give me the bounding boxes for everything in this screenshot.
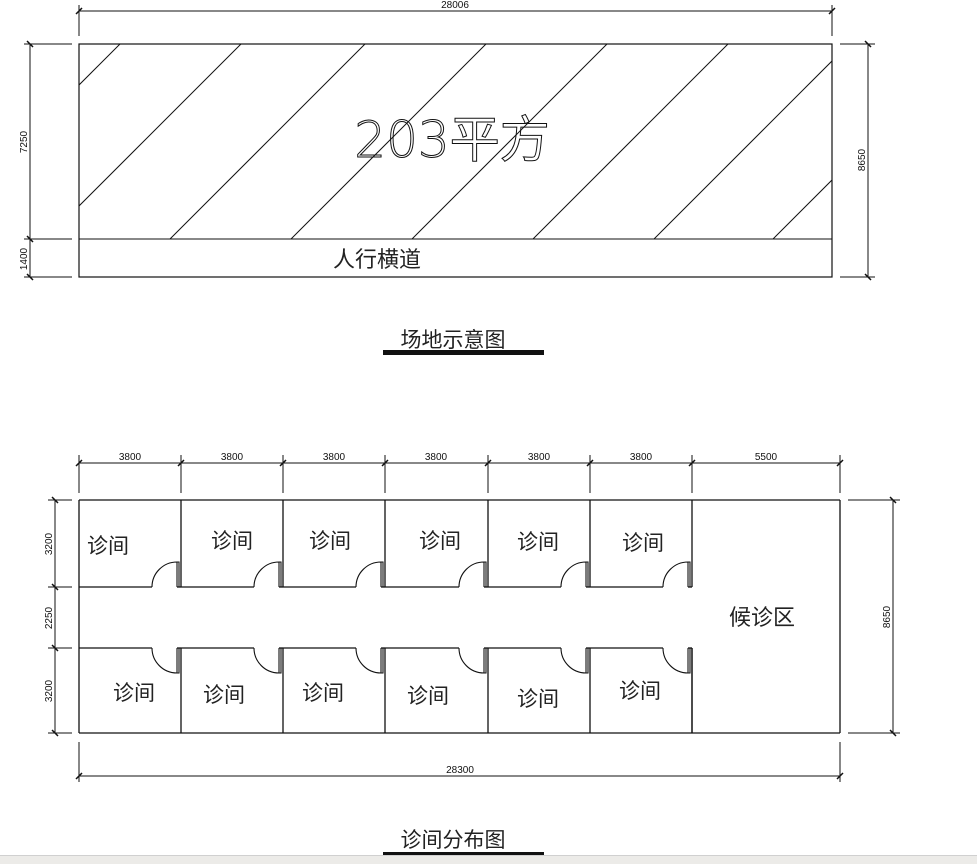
bottom-room-walls [79, 647, 693, 733]
col-dim-2: 3800 [221, 452, 244, 463]
walkway-label: 人行横道 [333, 248, 421, 273]
col-dim-1: 3800 [119, 452, 142, 463]
room-label-top-3: 诊间 [309, 529, 351, 553]
room-layout-title: 诊间分布图 [401, 828, 506, 852]
dim-main-height-label: 7250 [19, 130, 30, 153]
layout-width-dim: 28300 [446, 765, 474, 776]
hatch-pattern [79, 44, 832, 239]
dimension-total-width [75, 742, 844, 782]
row-dim-3: 3200 [44, 679, 55, 702]
site-boundary [78, 43, 833, 278]
room-label-top-2: 诊间 [211, 529, 253, 553]
layout-title-underline [383, 852, 544, 856]
room-label-bottom-2: 诊间 [203, 683, 245, 707]
room-label-bottom-4: 诊间 [407, 684, 449, 708]
room-label-top-1: 诊间 [87, 534, 129, 558]
room-layout [48, 455, 900, 782]
dimension-right [840, 40, 875, 281]
title-underline [383, 350, 544, 355]
bottom-doors [151, 647, 691, 674]
dimension-right-layout [848, 496, 900, 737]
dimension-left [24, 40, 72, 281]
dim-total-height-label: 8650 [857, 148, 868, 171]
dimension-columns [75, 455, 844, 493]
col-dim-5: 3800 [528, 452, 551, 463]
room-label-top-4: 诊间 [419, 529, 461, 553]
top-room-walls [79, 500, 693, 588]
room-label-bottom-5: 诊间 [517, 687, 559, 711]
dim-width-label: 28006 [441, 0, 469, 11]
room-label-bottom-3: 诊间 [302, 681, 344, 705]
dim-walkway-height-label: 1400 [19, 247, 30, 270]
room-label-top-5: 诊间 [517, 530, 559, 554]
row-dim-2: 2250 [44, 606, 55, 629]
col-dim-7: 5500 [755, 452, 778, 463]
col-dim-4: 3800 [425, 452, 448, 463]
room-label-bottom-1: 诊间 [113, 681, 155, 705]
layout-height-dim: 8650 [882, 605, 893, 628]
dimension-rows [48, 496, 72, 737]
outer-walls [78, 499, 841, 734]
dimension-width [75, 5, 836, 36]
site-plan-title: 场地示意图 [401, 328, 506, 352]
room-label-top-6: 诊间 [622, 531, 664, 555]
col-dim-6: 3800 [630, 452, 653, 463]
top-doors [151, 561, 691, 588]
row-dim-1: 3200 [44, 532, 55, 555]
window-bottom-edge [0, 855, 977, 864]
col-dim-3: 3800 [323, 452, 346, 463]
site-plan [24, 5, 875, 281]
waiting-area-label: 候诊区 [729, 606, 795, 631]
area-label: 203平方 [354, 111, 549, 169]
room-label-bottom-6: 诊间 [619, 679, 661, 703]
